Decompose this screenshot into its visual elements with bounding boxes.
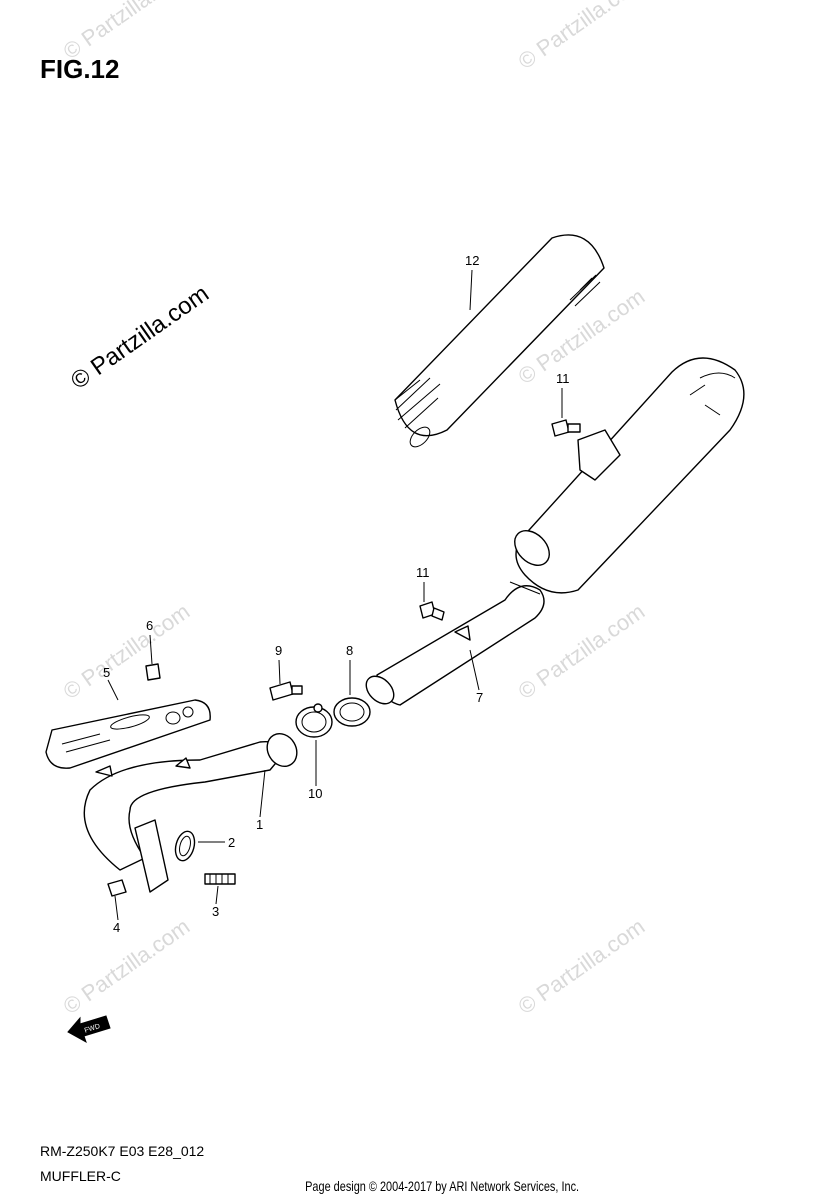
part-11-bolt-lower (419, 601, 445, 621)
callout-9: 9 (275, 643, 282, 658)
callout-1: 1 (256, 817, 263, 832)
callout-4: 4 (113, 920, 120, 935)
callout-2: 2 (228, 835, 235, 850)
fwd-arrow-label: FWD (84, 1023, 101, 1035)
copyright-footer: Page design © 2004-2017 by ARI Network S… (305, 1178, 580, 1194)
watermark-main-text: © Partzilla.com (66, 280, 214, 395)
callout-12: 12 (465, 253, 479, 268)
callout-8: 8 (346, 643, 353, 658)
leader-lines (107, 269, 563, 921)
callout-numbers: 12 11 11 7 8 9 10 1 2 3 4 5 6 (103, 253, 570, 935)
part-5-heat-guard (45, 699, 211, 769)
part-4-nut (107, 879, 127, 897)
part-11-bolt-upper (551, 419, 581, 437)
fwd-arrow-icon: FWD (67, 1015, 111, 1044)
figure-title: FIG.12 (40, 54, 120, 84)
part-8-gasket (333, 697, 371, 727)
part-3-stud (204, 873, 236, 885)
watermark-text: © Partzilla.com (514, 914, 650, 1020)
callout-3: 3 (212, 904, 219, 919)
callout-11-lower: 11 (416, 565, 430, 580)
watermark-text: © Partzilla.com (59, 0, 195, 64)
callout-10: 10 (308, 786, 322, 801)
watermark-text: © Partzilla.com (59, 914, 195, 1020)
watermark-text: © Partzilla.com (514, 0, 650, 74)
diagram-code: RM-Z250K7 E03 E28_012 (40, 1143, 205, 1159)
callout-6: 6 (146, 618, 153, 633)
part-10-clamp (295, 703, 333, 738)
part-9-bolt (269, 681, 303, 701)
callout-7: 7 (476, 690, 483, 705)
part-12-muffler-protector (394, 234, 605, 448)
diagram-name: MUFFLER-C (40, 1168, 121, 1184)
callout-5: 5 (103, 665, 110, 680)
part-7-muffler (365, 357, 745, 706)
callout-11-upper: 11 (556, 371, 570, 386)
part-1-exhaust-pipe (83, 732, 298, 893)
part-6-nut (145, 663, 161, 681)
watermark-text: © Partzilla.com (59, 599, 195, 705)
part-2-gasket (174, 830, 196, 862)
